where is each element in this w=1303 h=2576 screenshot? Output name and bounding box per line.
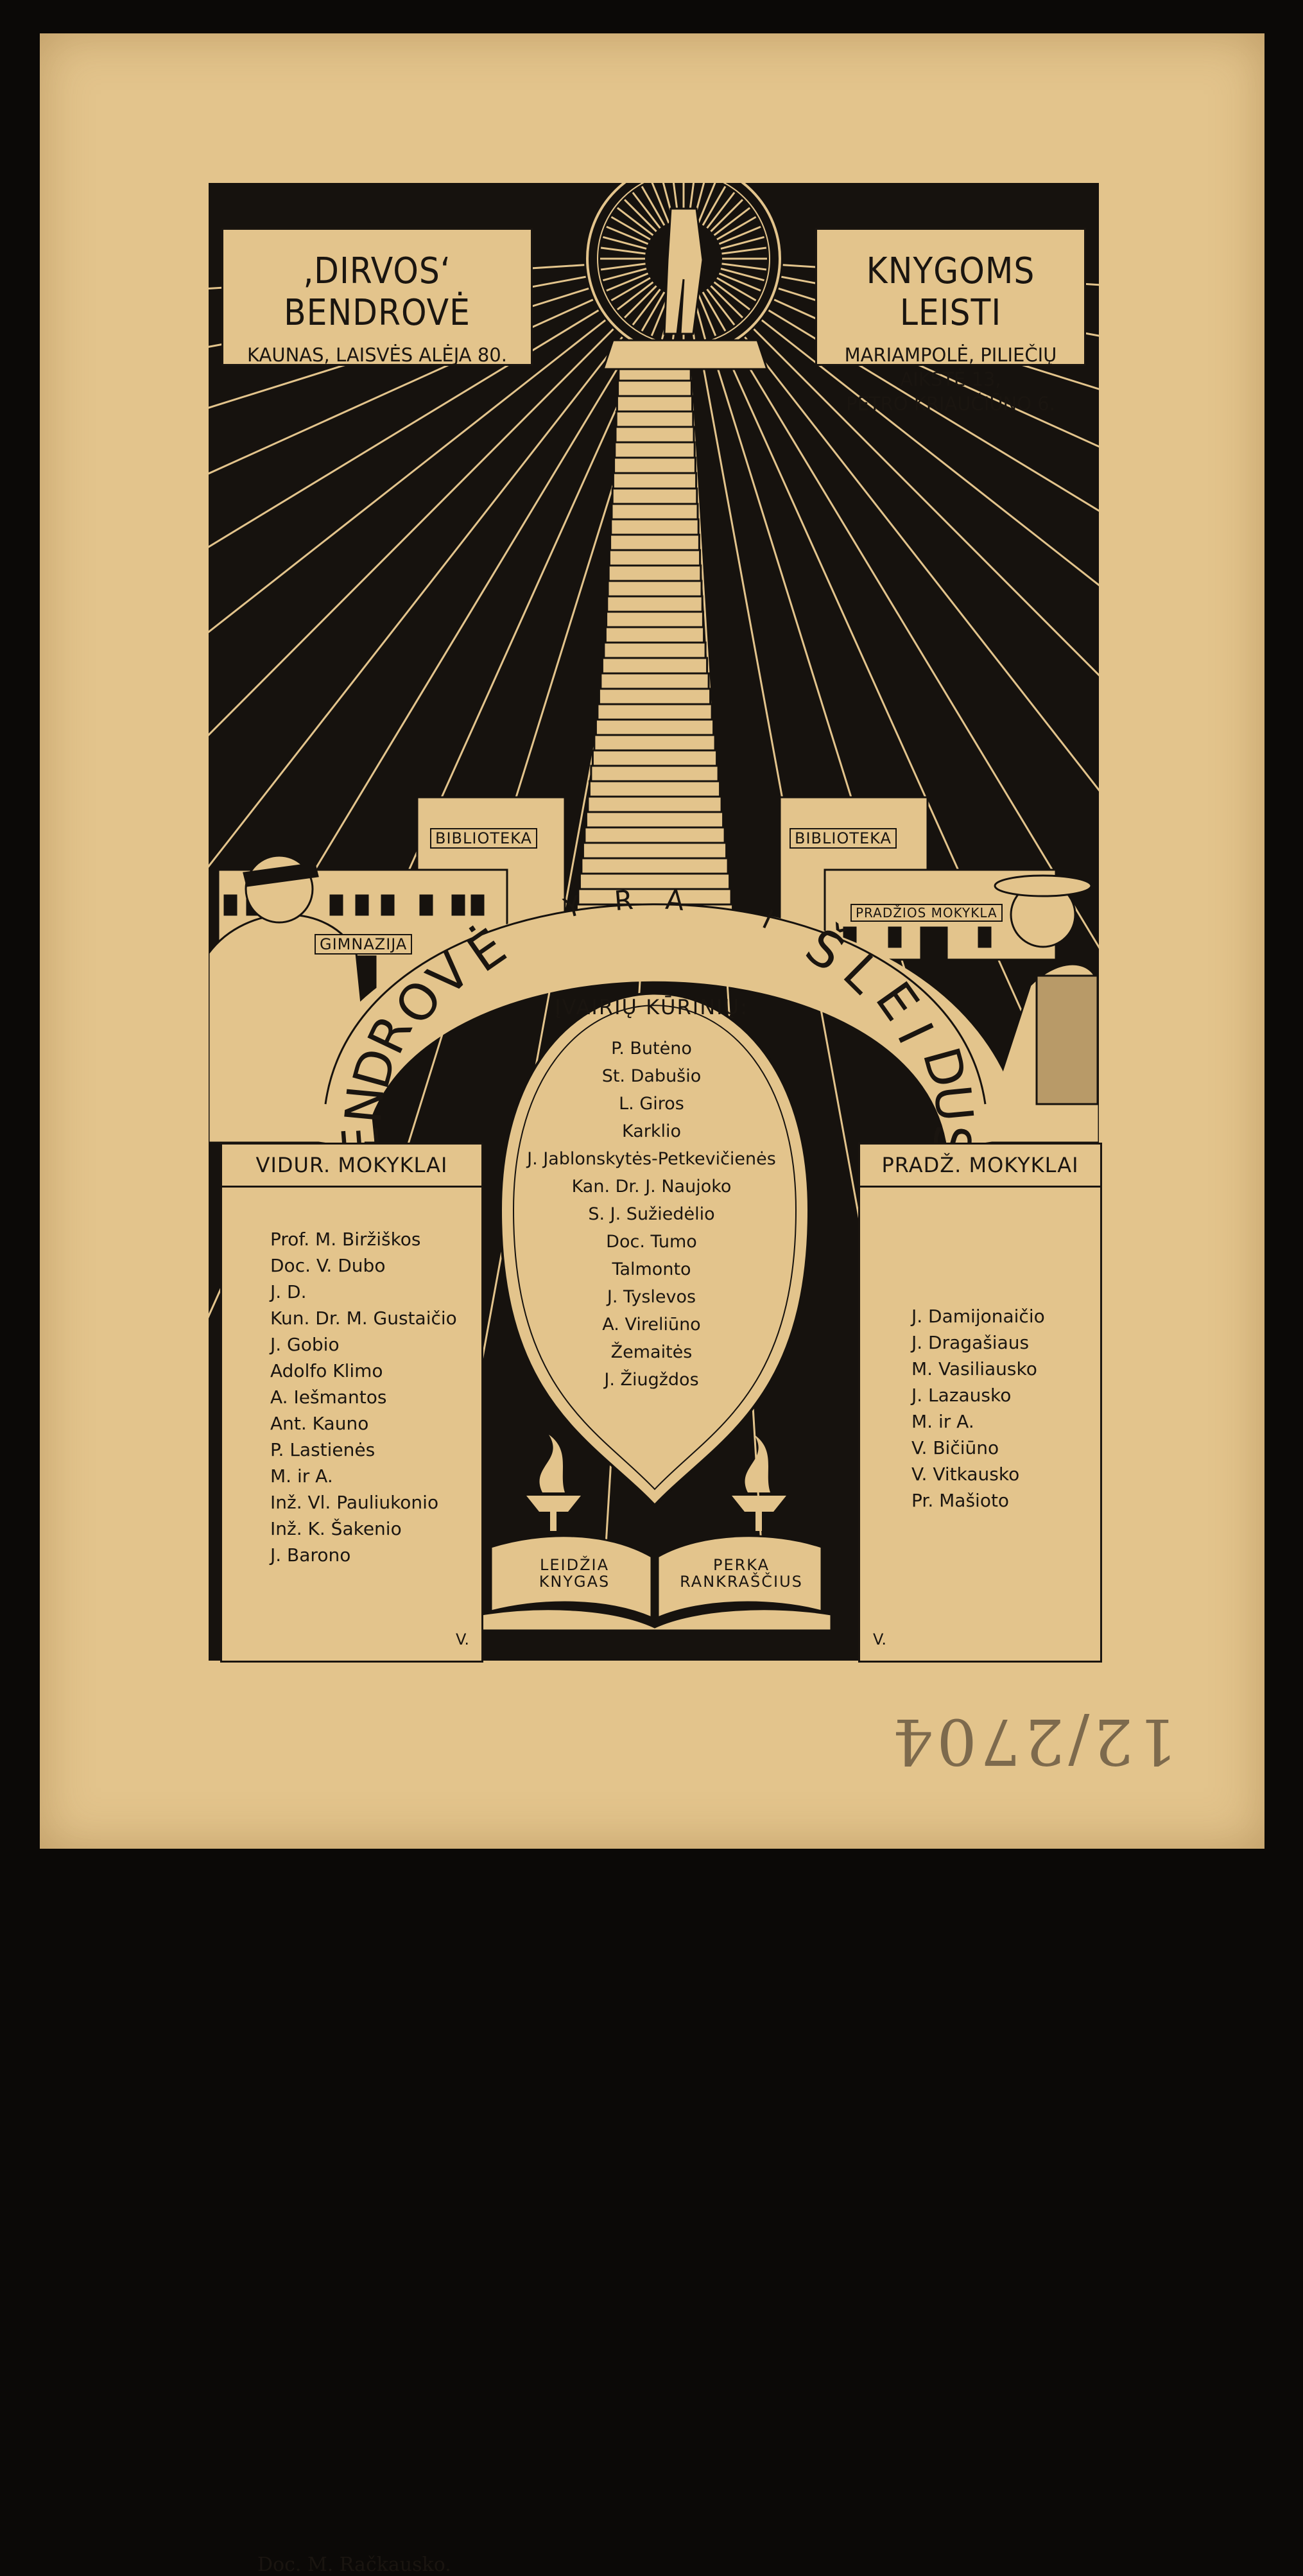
author-item: Prof. M. Biržiškos xyxy=(270,1229,421,1250)
author-item: Doc. Tumo xyxy=(606,1232,697,1252)
author-item: Ant. Kauno xyxy=(270,1413,369,1434)
author-item: J. Barono xyxy=(270,1544,351,1566)
author-item: A. Vireliūno xyxy=(602,1315,701,1335)
author-item: Žemaitės xyxy=(610,1342,693,1362)
lamp-icon xyxy=(732,1435,786,1531)
various-works-heading: ĮVAIRIŲ KŪRINIŲ: xyxy=(555,995,748,1019)
author-item: M. ir A. xyxy=(911,1411,974,1432)
author-item: J. Damijonaičio xyxy=(911,1306,1045,1327)
branch-address-line2: PETRO KRIAUČIŪNO 6. xyxy=(846,393,1055,415)
book-left-line2: KNYGAS xyxy=(539,1573,610,1591)
extra-author: Doc. M. Račkausko. xyxy=(257,2554,451,2576)
author-item: J. Tyslevos xyxy=(607,1287,696,1307)
author-item: J. Dragašiaus xyxy=(911,1332,1030,1353)
secondary-schools-heading: VIDUR. MOKYKLAI xyxy=(222,1145,481,1188)
author-item: V. Vitkausko xyxy=(911,1464,1020,1485)
header-left-box: ‚DIRVOS‘ BENDROVĖ KAUNAS, LAISVĖS ALĖJA … xyxy=(221,228,533,366)
primary-authors-list: J. Damijonaičio J. Dragašiaus M. Vasiliaus… xyxy=(860,1303,1100,1514)
author-item: M. Vasiliausko xyxy=(911,1358,1037,1379)
library-label-left: BIBLIOTEKA xyxy=(430,828,537,849)
author-item: Pr. Mašioto xyxy=(911,1490,1010,1511)
author-item: L. Giros xyxy=(619,1094,684,1114)
library-label-right: BIBLIOTEKA xyxy=(790,828,897,849)
author-item: A. Iešmantos xyxy=(270,1387,387,1408)
archive-number: 12/2704 xyxy=(889,1704,1178,1777)
publisher-address: KAUNAS, LAISVĖS ALĖJA 80. xyxy=(247,344,507,366)
author-item: P. Lastienės xyxy=(270,1439,375,1460)
book-right-text: PERKA RANKRAŠČIUS xyxy=(671,1557,812,1590)
book-right-line2: RANKRAŠČIUS xyxy=(680,1573,803,1591)
author-item: Doc. V. Dubo xyxy=(270,1255,386,1276)
author-item: J. Lazausko xyxy=(911,1385,1012,1406)
open-book-icon xyxy=(480,1535,833,1632)
arch-letter: R xyxy=(613,883,636,917)
primary-schools-panel: PRADŽ. MOKYKLAI J. Damijonaičio J. Dragaš… xyxy=(858,1143,1102,1663)
author-item: Inž. Vl. Pauliukonio xyxy=(270,1492,439,1513)
author-item: V. Bičiūno xyxy=(911,1437,999,1458)
gymnasium-label: GIMNAZIJA xyxy=(315,934,413,955)
author-item: J. Žiugždos xyxy=(604,1370,699,1390)
signature-right: V. xyxy=(873,1630,886,1648)
branch-address-line1: MARIAMPOLĖ, PILIEČIŲ AIKŠTĖ 13, xyxy=(844,344,1057,390)
primary-school-label: PRADŽIOS MOKYKLA xyxy=(850,904,1003,922)
author-item: Kun. Dr. M. Gustaičio xyxy=(270,1308,457,1329)
author-item: J. Gobio xyxy=(270,1334,340,1355)
lamp-icon xyxy=(526,1435,581,1531)
book-right-line1: PERKA xyxy=(712,1556,770,1574)
book-left-line1: LEIDŽIA xyxy=(539,1556,610,1574)
header-right-box: KNYGOMS LEISTI MARIAMPOLĖ, PILIEČIŲ AIKŠ… xyxy=(815,228,1086,415)
arch-letter: U xyxy=(922,1082,984,1127)
arch-letter: A xyxy=(664,883,687,917)
author-item: Karklio xyxy=(621,1121,682,1141)
author-item: P. Butėno xyxy=(611,1039,692,1059)
publisher-name: ‚DIRVOS‘ BENDROVĖ xyxy=(284,250,470,334)
primary-schools-heading: PRADŽ. MOKYKLAI xyxy=(860,1145,1100,1188)
book-left-text: LEIDŽIA KNYGAS xyxy=(510,1557,639,1590)
author-item: M. ir A. xyxy=(270,1465,333,1487)
signature-left: V. xyxy=(456,1630,469,1648)
author-item: St. Dabušio xyxy=(601,1066,702,1086)
shield xyxy=(499,992,811,1507)
author-item: J. D. xyxy=(270,1281,307,1302)
author-item: Kan. Dr. J. Naujoko xyxy=(571,1177,732,1197)
author-item: J. Jablonskytės-Petkevičienės xyxy=(527,1149,776,1169)
author-item: Inž. K. Šakenio xyxy=(270,1518,402,1539)
author-item: Adolfo Klimo xyxy=(270,1360,383,1381)
author-item: S. J. Sužiedėlio xyxy=(588,1204,715,1224)
poster-artwork: ‚DIRVOS‘ BENDROVĖ KAUNAS, LAISVĖS ALĖJA … xyxy=(209,183,1102,2576)
publisher-purpose: KNYGOMS LEISTI xyxy=(866,250,1035,334)
author-item: Talmonto xyxy=(612,1259,691,1279)
